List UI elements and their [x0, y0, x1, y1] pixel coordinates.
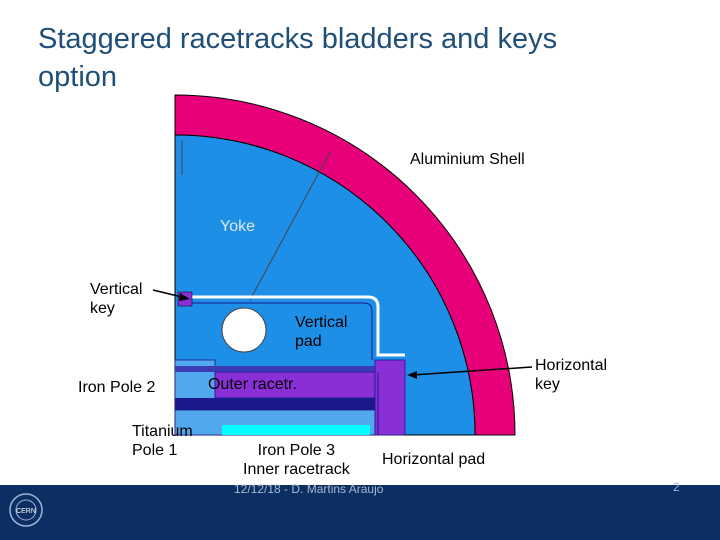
svg-text:CERN: CERN — [16, 508, 36, 515]
lower-structure — [175, 398, 375, 410]
horizontal-key-arrow — [411, 366, 533, 376]
yoke-split-line — [249, 151, 331, 301]
label-aluminium-shell: Aluminium Shell — [410, 151, 525, 168]
label-vertical-pad: Vertical pad — [295, 314, 348, 350]
page-number: 2 — [673, 480, 680, 494]
label-iron-pole-2: Iron Pole 2 — [78, 379, 156, 396]
vertical-pad-channel-inner — [190, 302, 373, 360]
footer-text: 12/12/18 - D. Martins Araujo — [234, 482, 384, 496]
label-horizontal-pad: Horizontal pad — [382, 451, 486, 468]
magnet-cross-section-diagram — [152, 94, 533, 436]
cern-logo-icon: CERN — [9, 493, 43, 527]
label-vertical-key: Vertical key — [90, 281, 143, 317]
label-yoke: Yoke — [220, 218, 255, 235]
horizontal-key-arrowhead — [407, 371, 417, 379]
footer-bar — [0, 485, 720, 540]
label-outer-racetrack: Outer racetr. — [208, 376, 297, 393]
outer-racetrack-coil — [214, 371, 376, 399]
inner-racetrack-coil — [222, 425, 370, 435]
label-iron-pole-3: Iron Pole 3 Inner racetrack — [243, 442, 350, 478]
label-titanium-pole-1: Titanium Pole 1 — [132, 423, 193, 459]
horizontal-pad-strip — [175, 366, 405, 372]
horizontal-pad-block — [374, 359, 406, 436]
vertical-pad-channel — [190, 295, 405, 357]
yoke-hole — [221, 307, 267, 353]
vertical-key-arrowhead — [179, 293, 190, 301]
label-horizontal-key: Horizontal key — [535, 357, 608, 393]
slide-title: Staggered racetracks bladders and keys o… — [38, 23, 558, 93]
